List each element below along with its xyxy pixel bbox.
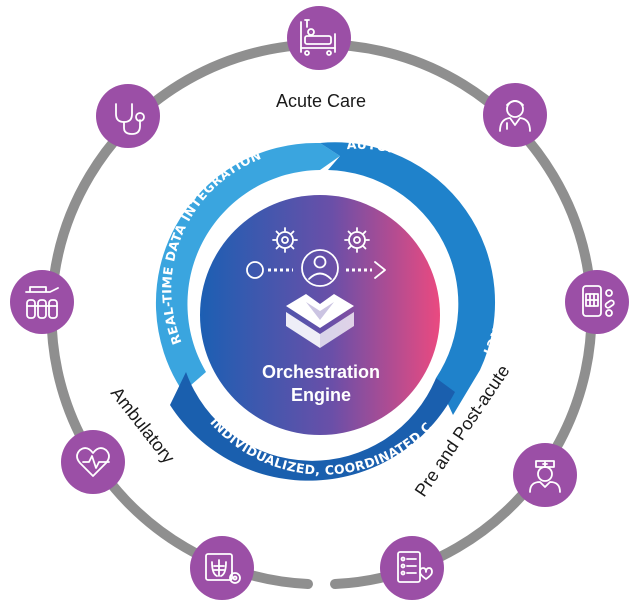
doctor-icon (499, 100, 531, 132)
node-calendar-pills[interactable] (565, 270, 629, 334)
start-node-icon (246, 261, 264, 279)
segment-label-acute: Acute Care (276, 91, 366, 111)
node-heart-monitor[interactable] (61, 430, 125, 494)
node-hospital-bed[interactable] (287, 6, 351, 70)
node-checklist[interactable] (380, 536, 444, 600)
node-lab[interactable] (10, 270, 74, 334)
node-doctor[interactable] (483, 83, 547, 147)
gear-icon (272, 227, 298, 253)
nurse-icon (529, 460, 561, 493)
arrow-icon (374, 261, 386, 279)
node-stethoscope[interactable] (96, 84, 160, 148)
checklist-heart-icon (397, 551, 433, 583)
arc-right-segment (320, 142, 496, 415)
calendar-pills-icon (582, 285, 615, 317)
user-icon (301, 249, 339, 287)
xray-gear-icon (205, 553, 241, 584)
core-title-line2: Engine (291, 385, 351, 405)
hospital-bed-icon (300, 19, 336, 56)
node-nurse[interactable] (513, 443, 577, 507)
heart-monitor-icon (76, 447, 110, 477)
gear-icon (344, 227, 370, 253)
arc-left-segment (155, 142, 340, 392)
arc-bottom-segment (170, 372, 455, 481)
heart-box-logo-icon (286, 294, 354, 348)
core-title-line1: Orchestration (262, 362, 380, 382)
middle-ring (155, 142, 496, 481)
node-xray[interactable] (190, 536, 254, 600)
lab-tubes-icon (25, 286, 59, 319)
stethoscope-icon (115, 103, 145, 135)
flow-graphic (246, 249, 386, 287)
